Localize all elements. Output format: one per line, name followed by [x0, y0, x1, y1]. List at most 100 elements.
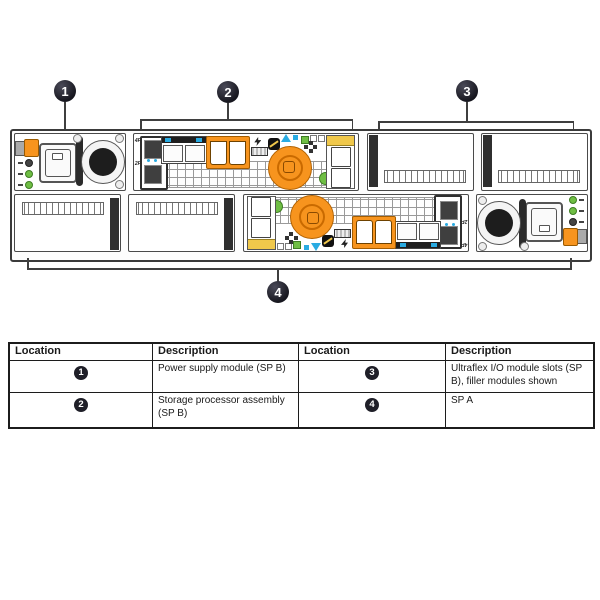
table-row: 3 — [299, 361, 446, 393]
column-header: Description — [446, 344, 593, 361]
green-indicator — [301, 136, 310, 144]
description-cell: Ultraflex I/O module slots (SP B), fille… — [446, 361, 593, 393]
sas-port — [144, 165, 163, 184]
management-rj45-port — [250, 197, 271, 217]
screw-icon — [115, 180, 124, 189]
cam-lever-knob — [268, 146, 313, 190]
sas-port — [439, 201, 458, 220]
callout-1-line — [64, 102, 66, 135]
sp-b-row: 4F 2F — [14, 133, 588, 191]
ac-power-inlet — [524, 202, 563, 242]
sas-port-labels: 4F 2F — [134, 138, 141, 167]
psu-power-led — [568, 196, 577, 204]
table-row: 2 — [10, 393, 153, 427]
callout-3-line — [466, 102, 468, 121]
usb-port — [333, 229, 351, 238]
sas-port-label: 2F — [134, 161, 141, 167]
sfp-cage-top — [162, 137, 207, 143]
storage-processor-assembly-spa: 4F 2F — [242, 194, 469, 252]
callout-3-bracket — [378, 121, 574, 123]
callout-1: 1 — [54, 80, 76, 102]
management-label-band — [247, 239, 275, 249]
callout-2: 2 — [217, 81, 239, 103]
filler-vent-strip — [22, 202, 104, 215]
lightning-icon — [341, 239, 348, 248]
indicator-square — [310, 135, 318, 142]
filler-vent-strip — [136, 202, 219, 215]
indicator-square — [318, 135, 326, 142]
management-port-panel — [326, 135, 356, 189]
legend-table: Location Description Location Descriptio… — [8, 342, 595, 429]
network-icon — [293, 236, 298, 240]
sfp-led — [399, 243, 406, 247]
management-rj45-port — [331, 168, 352, 188]
screw-icon — [477, 196, 487, 205]
service-warning-icon — [268, 138, 281, 150]
sfp-led — [430, 243, 437, 247]
column-header: Location — [299, 344, 446, 361]
management-port-panel — [246, 196, 276, 250]
green-indicator — [292, 241, 301, 249]
ethernet-port-pair — [351, 216, 396, 249]
screw-icon — [477, 242, 487, 251]
management-label-band — [327, 136, 355, 146]
psu-status-leds — [18, 159, 33, 189]
filler-extraction-bar — [368, 135, 378, 187]
callout-2-bracket-tick — [140, 119, 142, 130]
psu-fault-led — [25, 159, 33, 167]
callout-4: 4 — [267, 281, 289, 303]
filler-extraction-bar — [482, 135, 492, 187]
service-warning-icon — [321, 235, 334, 247]
psu-status-leds — [568, 196, 584, 226]
callout-3: 3 — [456, 80, 478, 102]
blue-indicator — [303, 245, 309, 250]
callout-2-bracket-tick — [351, 119, 353, 130]
io-filler-module-slot — [14, 194, 121, 252]
screw-icon — [73, 134, 82, 143]
io-filler-module-slot — [480, 133, 588, 191]
psu-latch — [562, 228, 578, 246]
callout-4-bracket-tick — [27, 258, 29, 269]
psu-fan-icon — [476, 201, 521, 245]
sfp-port — [418, 223, 439, 240]
location-badge: 2 — [74, 398, 88, 412]
ac-power-inlet — [39, 143, 77, 183]
psu-latch — [24, 139, 39, 157]
description-cell: SP A — [451, 395, 474, 406]
storage-processor-assembly-spb: 4F 2F — [133, 133, 360, 191]
rj45-port — [355, 220, 373, 244]
rj45-port — [210, 141, 228, 165]
filler-extraction-bar — [224, 198, 234, 250]
indicator-square — [284, 243, 292, 250]
rj45-port — [374, 220, 392, 244]
callout-4-bracket — [27, 268, 572, 270]
screw-icon — [115, 134, 124, 143]
warning-triangle-icon — [281, 134, 292, 142]
sas-link-led — [147, 159, 151, 162]
sas-link-led — [451, 223, 455, 226]
blue-indicator — [293, 135, 299, 140]
callout-2-bracket — [140, 119, 353, 121]
power-supply-module-spb — [14, 133, 126, 191]
sp-a-row: 4F 2F — [14, 194, 588, 252]
table-row: 1 — [10, 361, 153, 393]
sas-port — [439, 226, 458, 245]
management-rj45-port — [250, 218, 271, 238]
filler-extraction-bar — [110, 198, 119, 250]
io-filler-module-slot — [128, 194, 236, 252]
ethernet-port-pair — [206, 136, 251, 169]
sfp-port — [396, 223, 417, 240]
filler-vent-strip — [383, 170, 466, 183]
callout-2-line — [227, 103, 229, 119]
sfp-port-pair — [161, 136, 208, 164]
description-cell: Storage processor assembly (SP B) — [153, 393, 299, 427]
management-rj45-port — [331, 147, 352, 167]
psu-fault-led — [568, 218, 577, 226]
fan-hub — [89, 148, 117, 176]
psu-handle — [76, 136, 83, 186]
callout-3-bracket-tick — [378, 121, 380, 130]
location-badge: 1 — [74, 366, 88, 380]
psu-fan-icon — [81, 140, 125, 184]
power-supply-module-spa — [475, 194, 588, 252]
